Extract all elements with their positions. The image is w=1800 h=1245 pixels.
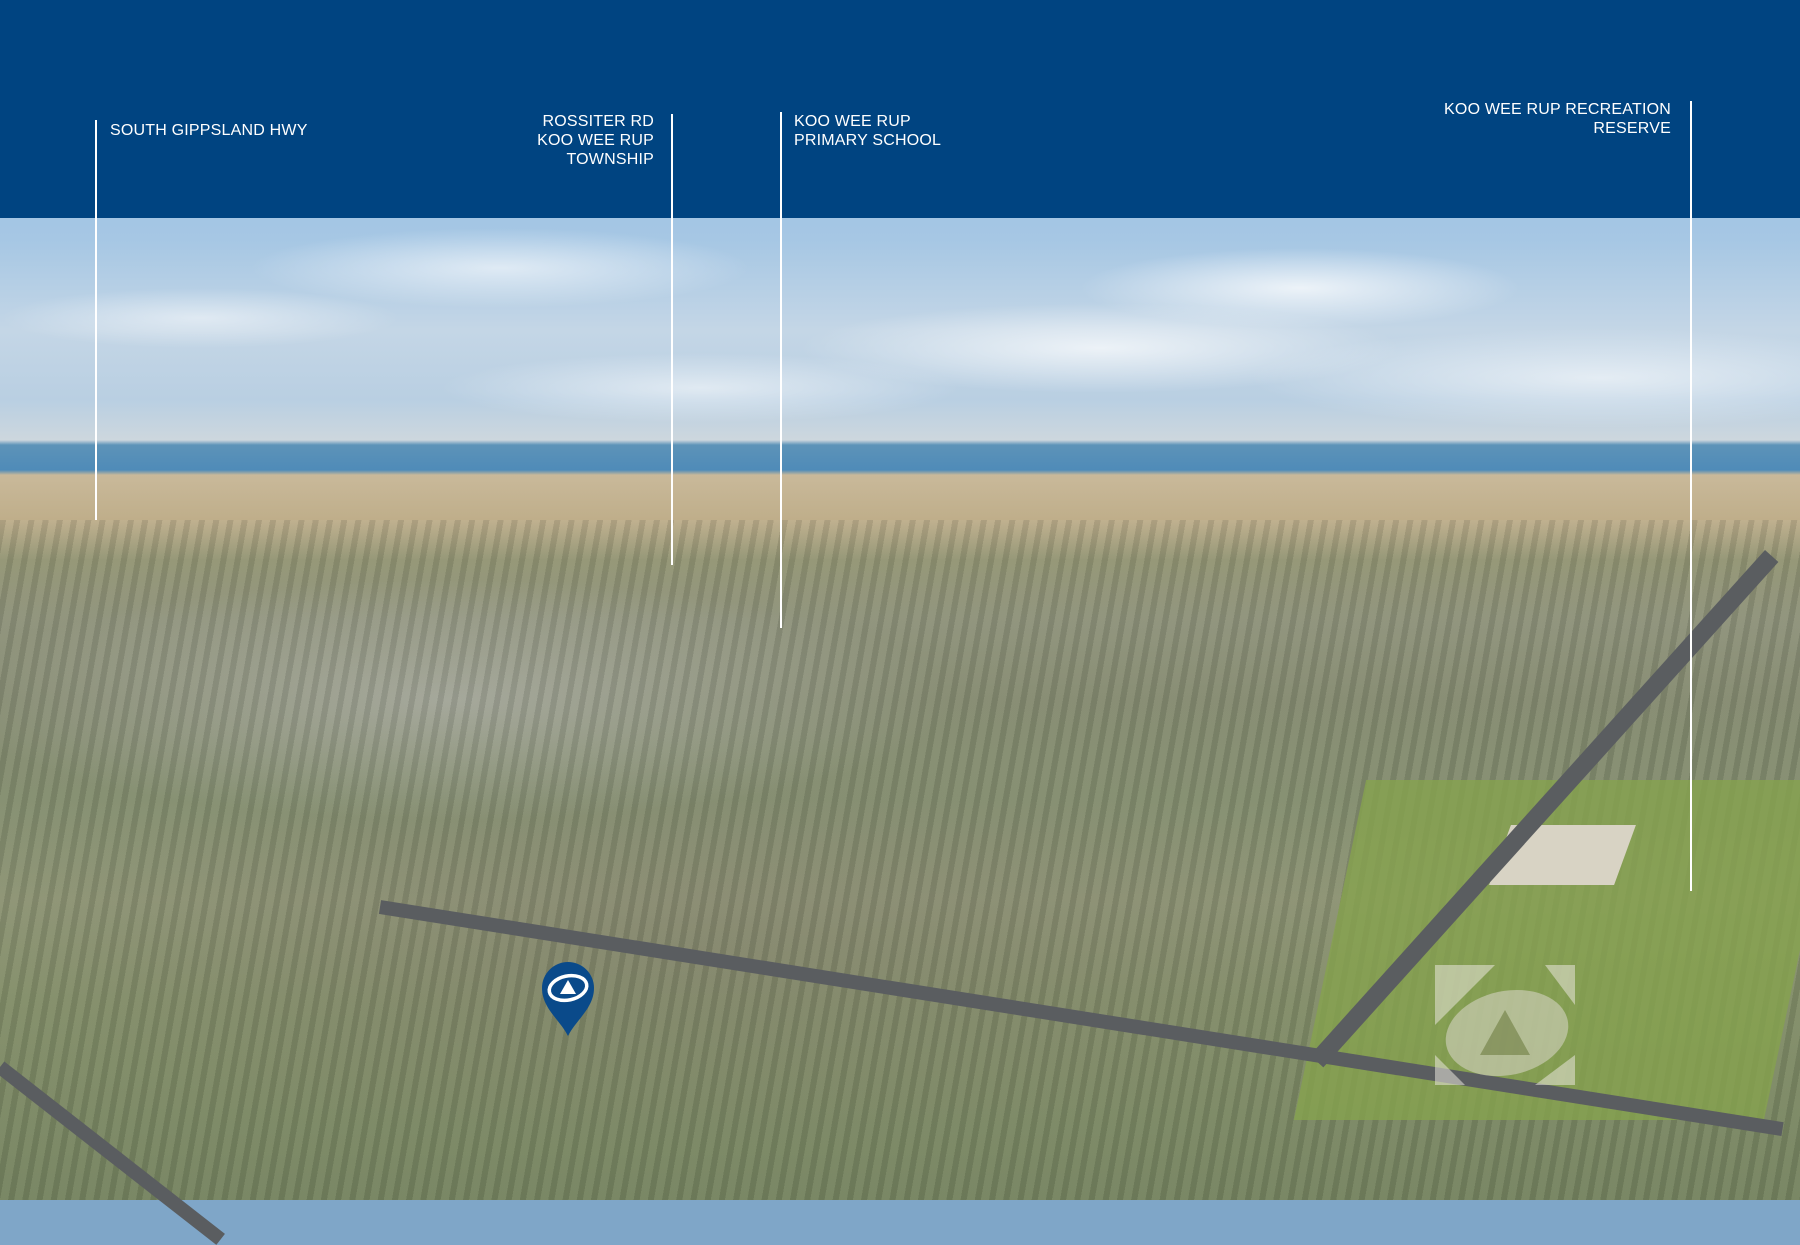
sky-clouds [0, 218, 1800, 448]
label-primary-school: KOO WEE RUP PRIMARY SCHOOL [794, 113, 942, 149]
label-recreation-reserve: KOO WEE RUP RECREATION RESERVE [1444, 101, 1671, 137]
header-band [0, 0, 1800, 218]
label-rossiter-rd: ROSSITER RD KOO WEE RUP TOWNSHIP [537, 113, 654, 168]
pointer-line-recreation-reserve [1690, 101, 1692, 891]
pointer-line-primary-school [780, 112, 782, 628]
brand-logo-icon [1425, 955, 1585, 1095]
pointer-line-rossiter-rd [671, 114, 673, 565]
location-pin-icon [538, 958, 598, 1038]
label-south-gippsland-hwy: SOUTH GIPPSLAND HWY [110, 122, 308, 139]
pointer-line-south-gippsland [95, 120, 97, 520]
